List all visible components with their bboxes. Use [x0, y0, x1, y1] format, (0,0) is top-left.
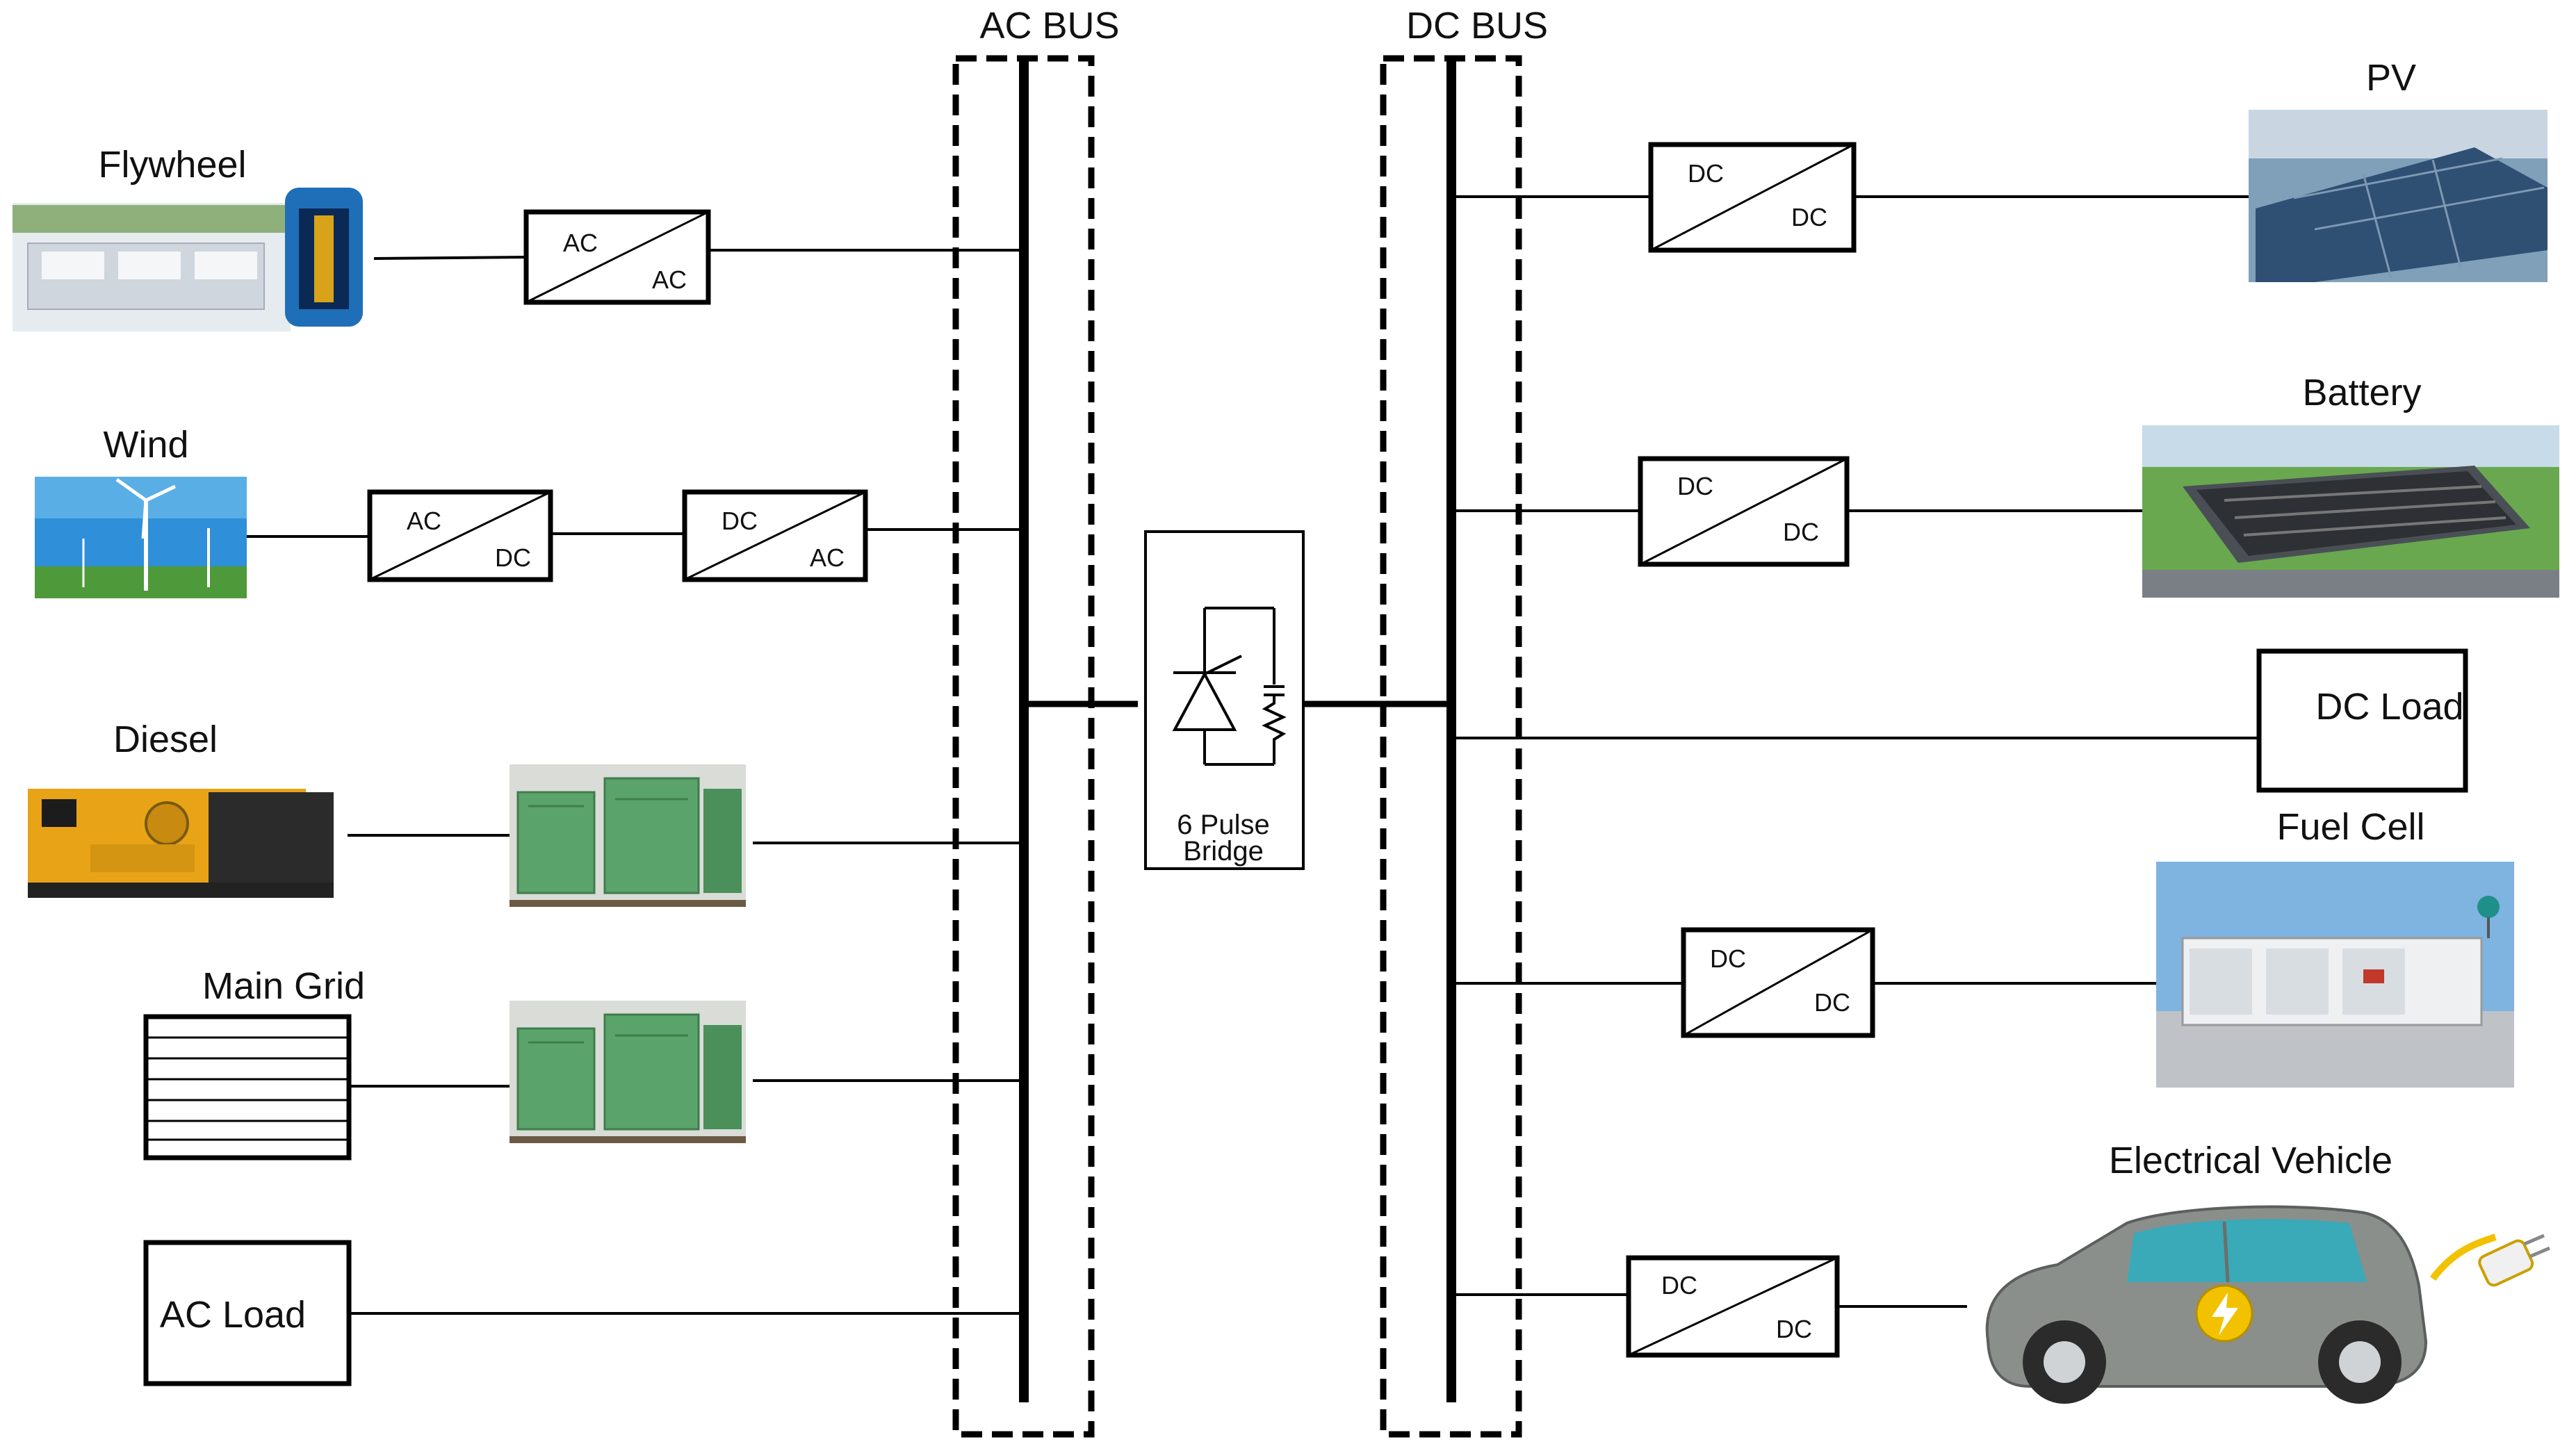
- flywheel-icon: [13, 188, 363, 331]
- dc-load-branch: DC Load: [1451, 648, 2468, 793]
- ev-dc-dc-converter: DC DC: [1626, 1255, 1840, 1358]
- diesel-label: Diesel: [113, 719, 218, 760]
- electric-car-icon: [1985, 1205, 2550, 1404]
- fuel-cell-icon: [2156, 862, 2514, 1088]
- converter-in-label: AC: [407, 507, 441, 535]
- dc-bus: DC BUS: [1380, 5, 1548, 1438]
- ev-label: Electrical Vehicle: [2109, 1140, 2392, 1181]
- bridge-label-line2: Bridge: [1183, 836, 1264, 867]
- flywheel-branch: Flywheel AC AC: [13, 144, 1024, 331]
- converter-in-label: DC: [1677, 472, 1713, 500]
- converter-in-label: DC: [722, 507, 758, 535]
- converter-out-label: DC: [495, 543, 531, 572]
- transformer-icon: [510, 1001, 746, 1143]
- converter-in-label: DC: [1661, 1271, 1697, 1300]
- ac-load-branch: AC Load: [143, 1240, 1024, 1386]
- bridge-label-line1: 6 Pulse: [1177, 810, 1269, 840]
- battery-branch: Battery DC DC: [1451, 372, 2559, 598]
- diesel-branch: Diesel: [28, 719, 1024, 907]
- wind-branch: Wind AC DC DC AC: [35, 424, 1024, 598]
- ev-branch: Electrical Vehicle DC DC: [1451, 1140, 2550, 1404]
- main-grid-branch: Main Grid: [143, 965, 1024, 1161]
- six-pulse-bridge: 6 Pulse Bridge: [1024, 530, 1451, 870]
- fuel-cell-dc-dc-converter: DC DC: [1681, 927, 1875, 1038]
- converter-out-label: DC: [1783, 518, 1819, 546]
- ac-bus-label: AC BUS: [979, 5, 1119, 47]
- ac-bus: AC BUS: [952, 5, 1120, 1438]
- pv-dc-dc-converter: DC DC: [1648, 142, 1857, 253]
- pv-branch: PV DC DC: [1451, 57, 2548, 282]
- diesel-generator-icon: [28, 789, 334, 898]
- flywheel-ac-ac-converter: AC AC: [523, 209, 711, 305]
- battery-facility-icon: [2142, 425, 2559, 598]
- transformer-icon: [510, 764, 746, 907]
- converter-out-label: DC: [1814, 988, 1850, 1017]
- pv-label: PV: [2366, 57, 2416, 99]
- flywheel-label: Flywheel: [98, 144, 246, 186]
- converter-out-label: DC: [1791, 203, 1827, 231]
- wind-label: Wind: [103, 424, 188, 466]
- wind-ac-dc-converter: AC DC: [367, 489, 553, 582]
- fuel-cell-branch: Fuel Cell DC DC: [1451, 806, 2514, 1088]
- ac-load-label: AC Load: [160, 1294, 306, 1336]
- converter-out-label: DC: [1776, 1315, 1812, 1343]
- converter-in-label: DC: [1710, 944, 1746, 973]
- dc-bus-label: DC BUS: [1406, 5, 1548, 47]
- dc-load-box: [2256, 648, 2468, 793]
- battery-label: Battery: [2302, 372, 2421, 413]
- fuel-cell-label: Fuel Cell: [2276, 806, 2424, 848]
- converter-in-label: DC: [1688, 159, 1724, 188]
- wind-turbine-icon: [35, 477, 247, 598]
- converter-in-label: AC: [563, 229, 598, 257]
- main-grid-label: Main Grid: [202, 965, 365, 1007]
- converter-out-label: AC: [810, 543, 845, 572]
- wind-dc-ac-converter: DC AC: [682, 489, 868, 582]
- dc-load-label: DC Load: [2315, 686, 2463, 728]
- converter-out-label: AC: [652, 265, 687, 294]
- ac-load-box: [143, 1240, 352, 1386]
- thyristor-icon: [1172, 607, 1287, 766]
- solar-panel-icon: [2249, 110, 2548, 282]
- grid-icon: [143, 1014, 352, 1161]
- battery-dc-dc-converter: DC DC: [1638, 456, 1850, 567]
